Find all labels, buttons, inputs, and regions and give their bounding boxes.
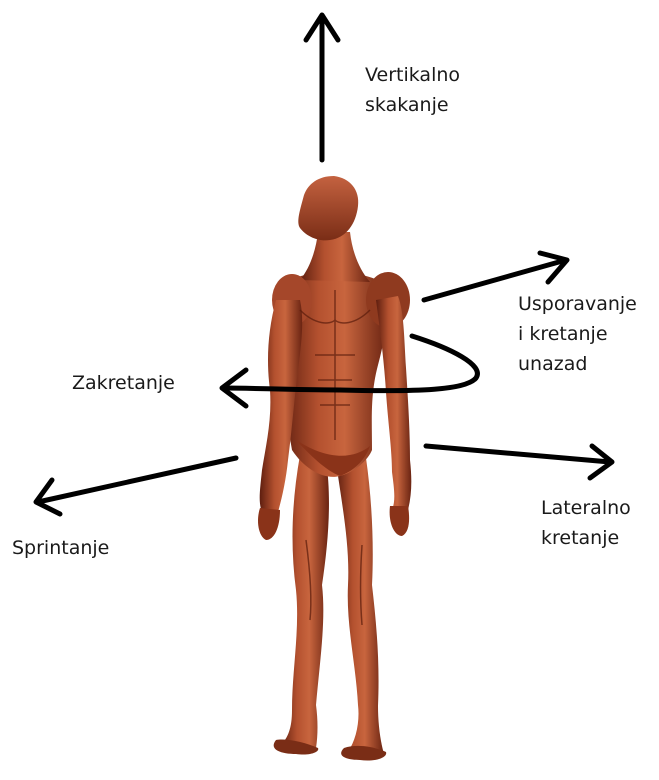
sprint-label: Sprintanje [12,533,109,563]
neck [300,232,370,282]
right-leg [336,458,384,754]
lateral-label-line-2: kretanje [541,523,631,553]
vertical-jump-label-line-2: skakanje [365,90,460,120]
head [298,176,358,240]
vertical-jump-label: Vertikalno skakanje [365,60,460,120]
sprint-arrow [36,458,236,514]
lateral-label: Lateralno kretanje [541,493,631,553]
lateral-arrow [426,446,612,478]
right-hand [390,506,409,536]
sprint-label-line-1: Sprintanje [12,533,109,563]
right-arm [376,296,411,510]
turning-label-line-1: Zakretanje [72,368,175,398]
human-figure [258,176,411,761]
vertical-jump-arrow [306,15,338,160]
deceleration-label: Usporavanje i kretanje unazad [518,289,637,379]
deceleration-label-line-2: i kretanje [518,319,637,349]
deceleration-label-line-1: Usporavanje [518,289,637,319]
left-hand [258,508,280,540]
turning-label: Zakretanje [72,368,175,398]
lateral-label-line-1: Lateralno [541,493,631,523]
deceleration-label-line-3: unazad [518,349,637,379]
vertical-jump-label-line-1: Vertikalno [365,60,460,90]
left-leg [280,455,329,748]
